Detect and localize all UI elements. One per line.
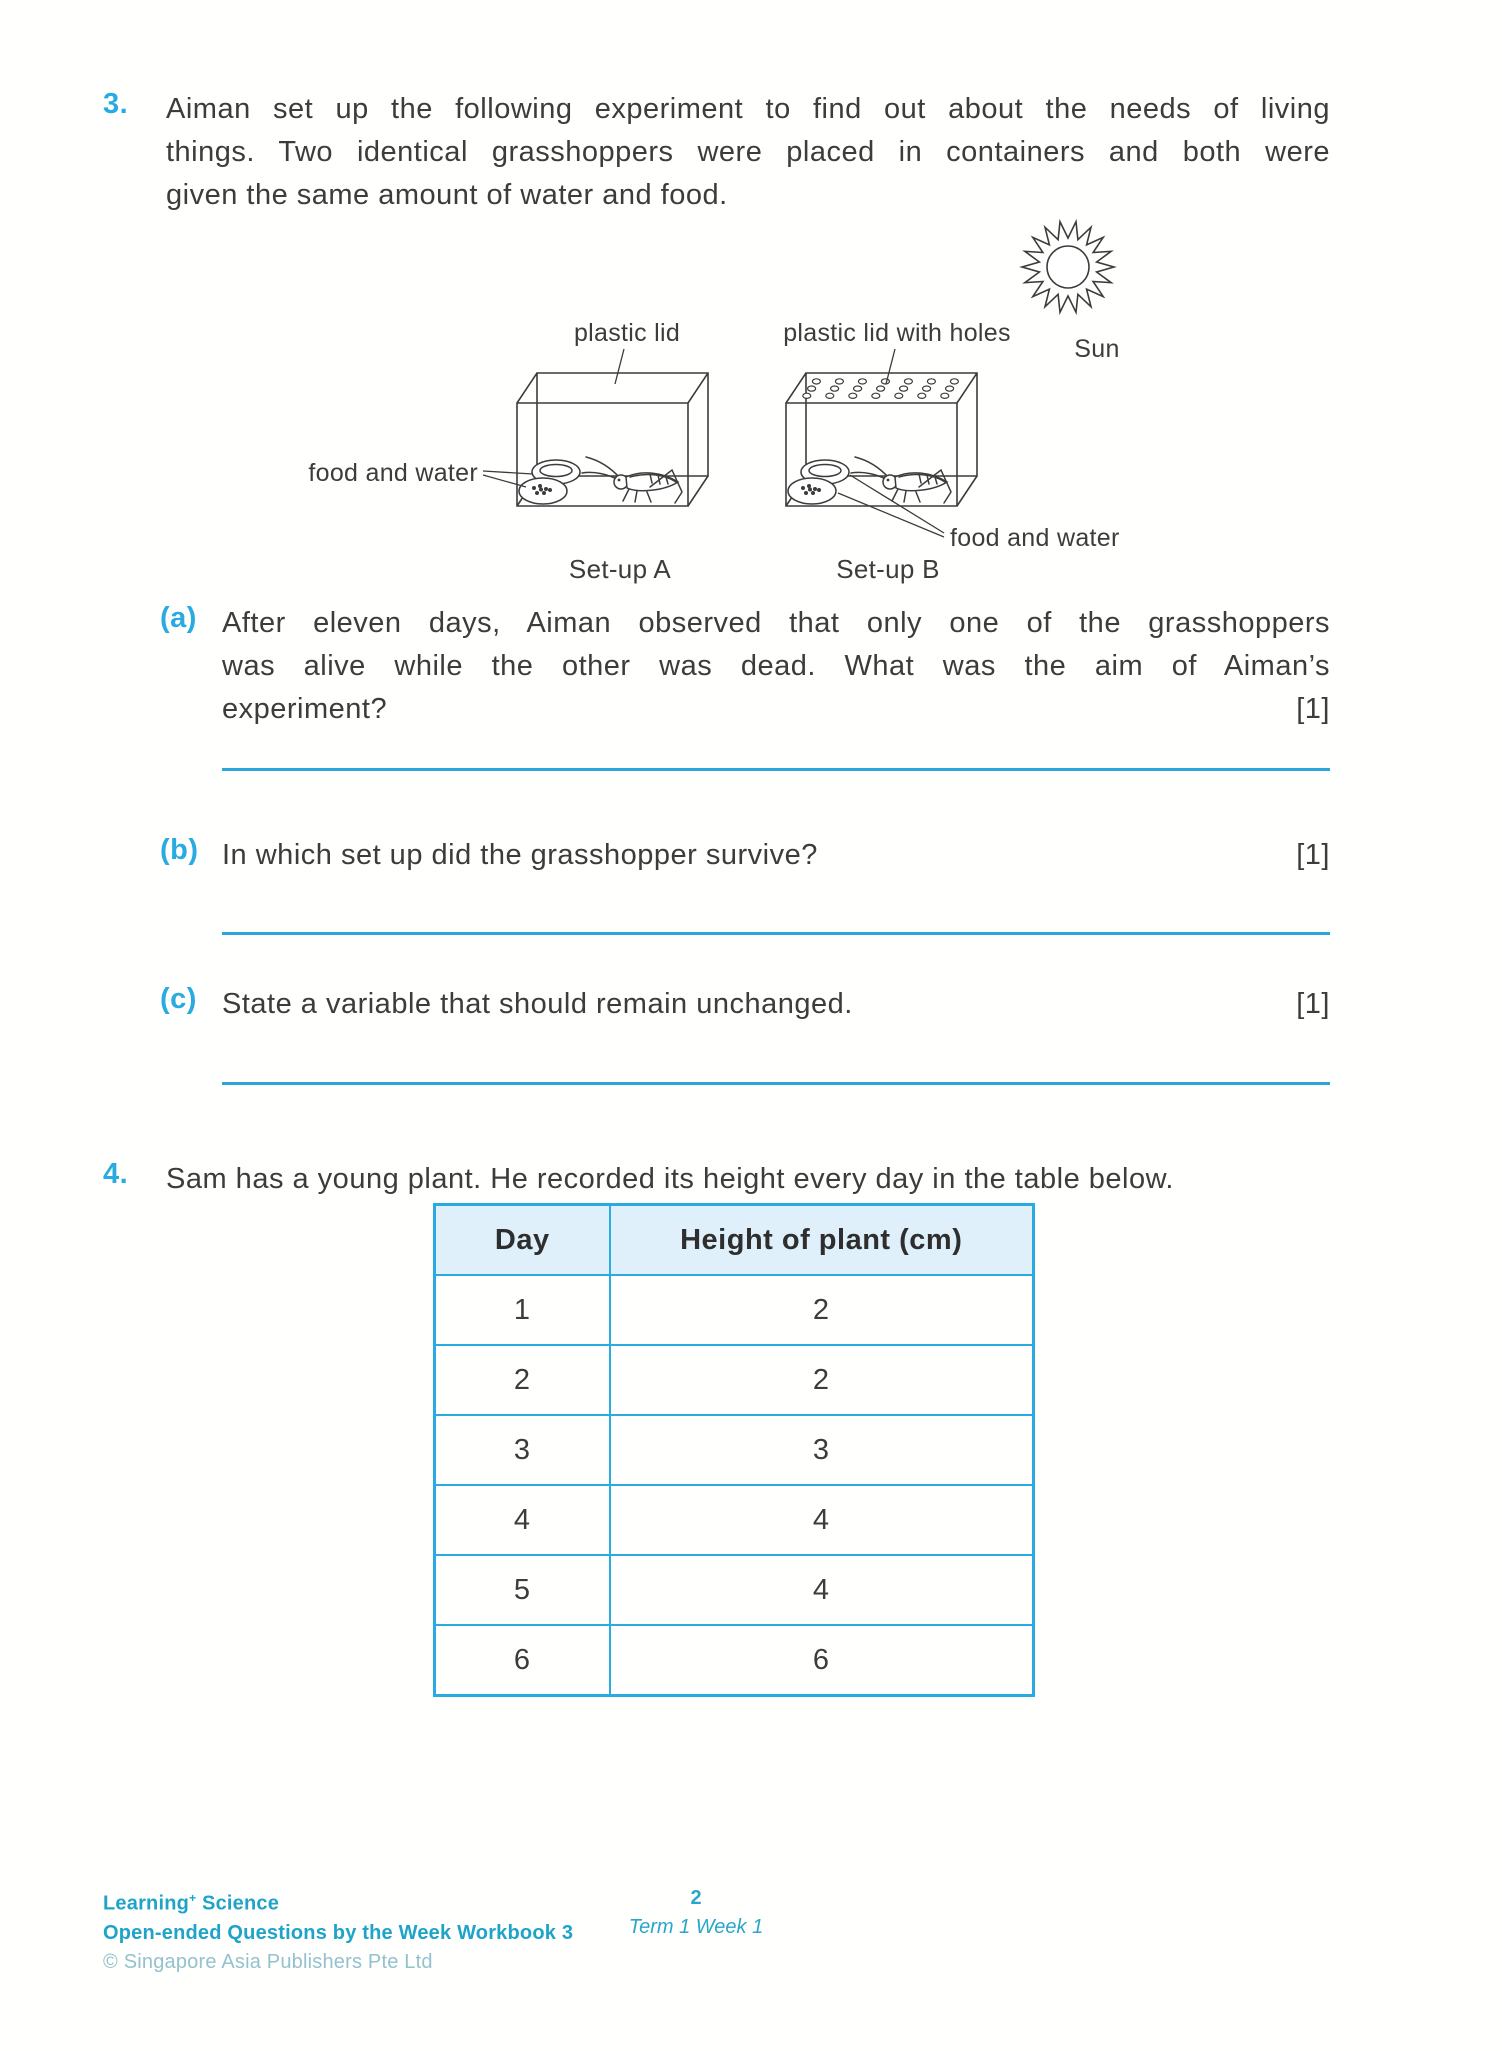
sun-icon [1019,218,1117,316]
part-c-label: (c) [160,983,197,1015]
experiment-diagram: Sun plastic lid plastic lid with holes f… [308,218,1120,584]
part-c-marks: [1] [1296,988,1330,1020]
table-cell-day: 4 [433,1484,611,1556]
table-cell-height: 2 [608,1344,1035,1416]
part-b-label: (b) [160,834,199,866]
leader-line [849,474,945,534]
footer-brand: Learning+ Science [103,1891,280,1915]
question-3-number: 3. [103,88,129,120]
table-cell-day: 1 [433,1274,611,1346]
footer-publisher-block: Learning+ Science Open-ended Questions b… [103,1884,573,1977]
part-a-label: (a) [160,602,197,634]
table-header-day: Day [433,1203,611,1276]
food-water-dishes-b [787,459,850,505]
table-cell-height: 6 [608,1624,1035,1697]
plastic-lid-label: plastic lid [574,319,680,347]
table-header-row: Day Height of plant (cm) [433,1203,1035,1276]
term-week-label: Term 1 Week 1 [628,1916,764,1938]
table-cell-day: 2 [433,1344,611,1416]
table-row: 1 2 [433,1274,1035,1346]
sun-rays [1019,218,1117,316]
part-c-text: State a variable that should remain unch… [222,983,1330,1026]
question-4-number: 4. [103,1158,129,1190]
table-row: 3 3 [433,1414,1035,1486]
answer-line-a [222,768,1330,771]
grasshopper-a-illustration [581,456,683,504]
table-cell-day: 5 [433,1554,611,1626]
grasshopper-b-illustration [850,456,952,504]
container-b [785,372,978,507]
table-cell-height: 4 [608,1554,1035,1626]
sun-label: Sun [1074,335,1119,363]
leader-line [837,492,945,538]
table-cell-height: 4 [608,1484,1035,1556]
table-cell-day: 6 [433,1624,611,1697]
setup-b-label: Set-up B [836,554,940,584]
part-a-line: experiment? [222,693,388,725]
question-3-line: things. Two identical grasshoppers were … [166,136,1330,168]
container-a [516,372,709,507]
food-water-dishes-a [518,459,581,505]
food-and-water-label-left: food and water [308,459,478,487]
table-cell-height: 3 [608,1414,1035,1486]
part-a-marks: [1] [1296,693,1330,725]
table-row: 5 4 [433,1554,1035,1626]
leader-line [885,348,896,385]
sun-circle [1046,245,1090,289]
question-3-line: Aiman set up the following experiment to… [166,93,1330,125]
setup-a-label: Set-up A [569,554,671,584]
table-cell-height: 2 [608,1274,1035,1346]
question-3-text: Aiman set up the following experiment to… [166,88,1330,217]
answer-line-b [222,932,1330,935]
table-row: 6 6 [433,1624,1035,1697]
lid-holes [802,378,960,399]
footer-brand-sup: + [189,1891,197,1905]
part-b-text: In which set up did the grasshopper surv… [222,834,1330,877]
part-a-line: After eleven days, Aiman observed that o… [222,607,1330,639]
part-c-line: State a variable that should remain unch… [222,988,853,1020]
leader-line [482,474,527,488]
table-row: 4 4 [433,1484,1035,1556]
part-b-marks: [1] [1296,839,1330,871]
answer-line-c [222,1082,1330,1085]
table-cell-day: 3 [433,1414,611,1486]
table-header-height: Height of plant (cm) [608,1203,1035,1276]
leader-line [614,348,625,385]
table-row: 2 2 [433,1344,1035,1416]
leader-lines [482,348,945,538]
food-and-water-label-right: food and water [950,524,1120,552]
part-a-text: After eleven days, Aiman observed that o… [222,602,1330,731]
question-3-line: given the same amount of water and food. [166,179,728,211]
footer-series: Open-ended Questions by the Week Workboo… [103,1921,574,1944]
part-a-line: was alive while the other was dead. What… [222,650,1330,682]
footer-page-block: 2 Term 1 Week 1 [596,1884,796,1942]
part-b-line: In which set up did the grasshopper surv… [222,839,818,871]
plastic-lid-with-holes-label: plastic lid with holes [783,319,1011,347]
plant-height-table: Day Height of plant (cm) 1 2 2 2 3 3 4 4… [433,1203,1035,1697]
question-4-line: Sam has a young plant. He recorded its h… [166,1163,1174,1195]
question-4-text: Sam has a young plant. He recorded its h… [166,1158,1330,1201]
page-number: 2 [690,1887,702,1909]
leader-line [482,470,534,475]
footer-copyright: © Singapore Asia Publishers Pte Ltd [103,1950,433,1973]
